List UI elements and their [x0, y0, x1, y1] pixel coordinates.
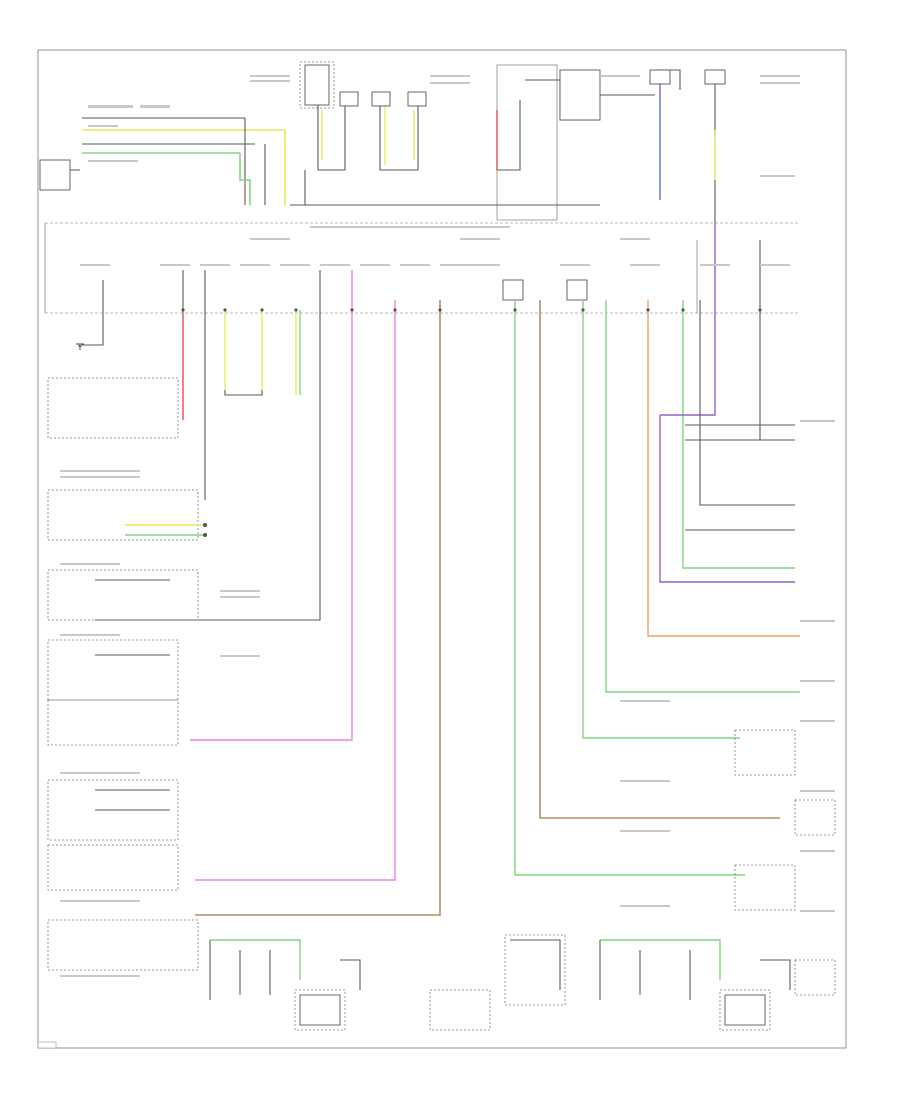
top-right-section	[460, 64, 726, 221]
module-chip-2	[566, 279, 588, 301]
door-switch-box-1	[47, 377, 179, 439]
top-relays	[290, 61, 460, 206]
top-left-harness	[39, 117, 286, 205]
left-cluster-box	[47, 489, 199, 541]
left-connector-block	[39, 159, 71, 191]
module-pins	[82, 220, 800, 916]
bottom-comp-1	[299, 994, 341, 1026]
front-right-box	[47, 779, 179, 841]
page-id-tab	[37, 1041, 57, 1049]
fuse-right-2	[704, 69, 726, 85]
door-switch-box-2	[47, 639, 179, 701]
right-lamp-2	[734, 864, 796, 911]
bottom-comp-2	[294, 989, 346, 1031]
rear-lamps-box	[47, 844, 179, 891]
diagram-frame	[37, 49, 847, 1049]
bottom-comp-6	[719, 989, 771, 1031]
bottom-comp-4	[504, 934, 566, 1006]
relay-4	[407, 91, 427, 107]
front-left-box	[47, 699, 179, 746]
right-headlamp-box	[794, 799, 836, 836]
bottom-section	[209, 934, 791, 1031]
control-module	[44, 222, 800, 314]
right-lamp-1	[734, 729, 796, 776]
relay-1	[304, 64, 330, 106]
switch-1	[559, 69, 601, 121]
instrument-cluster-box	[47, 569, 199, 621]
right-lamps	[685, 424, 836, 996]
module-chip-1	[502, 279, 524, 301]
annotations	[60, 75, 835, 977]
bottom-comp-3	[429, 989, 491, 1031]
fuse-right-1	[649, 69, 671, 85]
relay-2	[299, 61, 335, 109]
left-switches	[47, 343, 205, 971]
connector-dots	[181, 308, 762, 537]
trailer-module-box	[47, 919, 199, 971]
relay-3	[371, 91, 391, 107]
relay-5	[339, 91, 359, 107]
left-headlamp-box	[794, 959, 836, 996]
bottom-comp-5	[724, 994, 766, 1026]
top-right-box	[496, 64, 558, 221]
